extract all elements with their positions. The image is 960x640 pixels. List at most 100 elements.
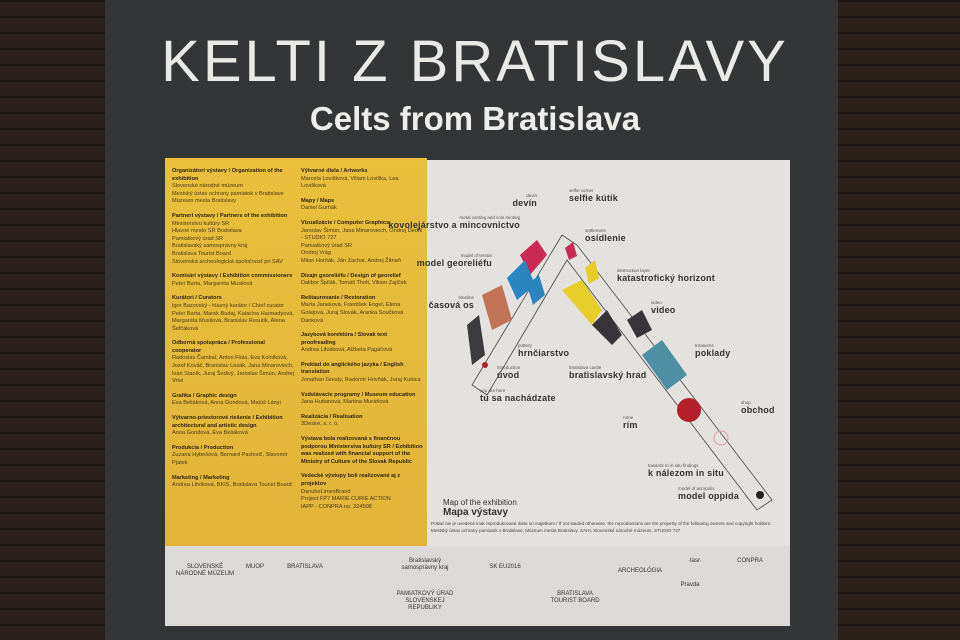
credit-heading: Dizajn georeliéfu / Design of georelief: [301, 272, 401, 279]
brick-wall-left: [0, 0, 105, 640]
map-label-sk: video: [651, 305, 676, 315]
credit-line: Jana Huttanová, Martina Muráňová: [301, 399, 389, 406]
map-label-en: model of terrain: [460, 253, 492, 258]
map-label-sk: časová os: [428, 300, 474, 310]
credit-line: Eva Beliáková, Anna Gondová, Matúš Lányi: [172, 400, 281, 407]
credit-heading: Grafika / Graphic design: [172, 392, 237, 399]
credit-section: Odborná spolupráca / Professional cooper…: [172, 340, 294, 386]
map-title: Map of the exhibition Mapa výstavy: [443, 498, 517, 518]
sponsor-logo: SK EU2016: [489, 564, 521, 570]
map-label-sk: kovolejárstvo a mincovnictvo: [388, 220, 520, 230]
credit-line: Mestský ústav ochrany pamiatok v Bratisl…: [172, 190, 284, 197]
floor-outline: [471, 234, 773, 511]
block-settlement: [585, 260, 599, 284]
block-dark: [592, 310, 622, 345]
sponsor-logo: SLOVENSKÉ NÁRODNÉ MÚZEUM: [176, 564, 234, 577]
credit-section: Vedecké výstupy boli realizované aj z pr…: [301, 473, 423, 511]
credit-line: Dalibor Špilák, Tomáš Tholt, Viliam Zají…: [301, 280, 407, 287]
credit-line: Jonathan Gresty, Radomír Hrivňák, Juraj …: [301, 377, 421, 384]
credit-heading: Vedecké výstupy boli realizované aj z pr…: [301, 473, 401, 487]
map-label-sk: bratislavský hrad: [569, 370, 647, 380]
sponsor-logo: BRATISLAVA TOURIST BOARD: [550, 591, 600, 604]
credit-line: Anna Gondová, Eva Beliáková: [172, 430, 248, 437]
block-oppidum: [756, 491, 764, 499]
credit-line: Daniel Gurňák: [301, 205, 337, 212]
block-metal: [507, 260, 535, 300]
map-label-sk: osídlenie: [585, 233, 626, 243]
credits-panel: Organizátori výstavy / Organization of t…: [165, 158, 427, 546]
sponsor-logo: BRATISLAVA: [287, 564, 323, 570]
credit-line: Hlavné mesto SR Bratislava: [172, 228, 242, 235]
credit-heading: Vizualizácie / Computer Graphics: [301, 219, 390, 226]
credit-line: Andrea Litvíková, BKIS, Bratislava Touri…: [172, 482, 292, 489]
block-shop: [713, 430, 729, 446]
sponsor-logo: CONPRA: [737, 558, 763, 564]
map-label-en: pottery: [518, 343, 532, 348]
credit-line: Igor Bazovský - hlavný kurátor / Chief c…: [172, 302, 284, 309]
board-title: KELTI Z BRATISLAVY: [161, 29, 789, 94]
map-label-sk: selfie kútik: [569, 193, 618, 203]
credit-section: Organizátori výstavy / Organization of t…: [172, 168, 294, 206]
map-label-sk: obchod: [741, 405, 775, 415]
map-label-en: introduction: [497, 365, 521, 370]
credit-line: Zuzana Hybešová, Bernard Pavlovič, Slavo…: [172, 452, 288, 466]
credit-line: DanubeLimesBrand: [301, 488, 351, 495]
credit-heading: Marketing / Marketing: [172, 474, 230, 481]
map-label-sk: k nálezom in situ: [648, 468, 724, 478]
credit-heading: Kurátori / Curators: [172, 295, 222, 302]
credit-line: 3Desire, s. r. o.: [301, 421, 339, 428]
map-label-sk: model georeliéfu: [416, 258, 492, 268]
map-label-en: video: [651, 300, 662, 305]
map-label-en: you are here: [480, 388, 506, 393]
credit-line: Slovenská archeologická spoločnosť pri S…: [172, 258, 283, 265]
credit-line: Ministerstvo kultúry SR: [172, 220, 230, 227]
credit-line: Bratislavský samosprávny kraj: [172, 243, 248, 250]
sponsor-logo: Bratislavský samosprávny kraj: [401, 558, 449, 571]
credit-section: Jazyková korektúra / Slovak text proofre…: [301, 332, 423, 355]
credit-line: Radoslav Čambal, Anton Fiala, Eva Kolník…: [172, 355, 294, 385]
map-label-en: settlement: [585, 228, 606, 233]
map-label-sk: hrnčiarstvo: [518, 348, 570, 358]
map-label-en: selfie corner: [569, 188, 594, 193]
map-title-en: Map of the exhibition: [443, 498, 517, 507]
sponsor-logo: Pravda: [680, 582, 700, 588]
map-label-en: metal casting and coin minting: [459, 215, 520, 220]
map-label-sk: rím: [623, 420, 638, 430]
credit-heading: Komisári výstavy / Exhibition commission…: [172, 273, 293, 280]
map-label-en: treasures: [695, 343, 714, 348]
credit-heading: Odborná spolupráca / Professional cooper…: [172, 340, 265, 354]
map-label-en: rome: [623, 415, 634, 420]
floor-plan: [467, 234, 773, 511]
you-are-here-marker: [482, 362, 488, 368]
map-label-sk: poklady: [695, 348, 731, 358]
map-label-en: model of acropolis: [678, 486, 715, 491]
credit-heading: Výtvarné diela / Artworks: [301, 168, 368, 174]
credit-heading: Vzdelávacie programy / Museum education: [301, 391, 416, 398]
block-treasures: [642, 340, 687, 390]
copyright-disclaimer: Pokiaľ nie je uvedené inak reprodukované…: [431, 521, 772, 533]
credit-line: Project FP7 MARIE CURIE ACTION: [301, 496, 391, 503]
credit-line: Pamiatkový úrad SR: [301, 242, 352, 249]
map-label-en: shop: [741, 400, 751, 405]
credit-heading: Realizácia / Realisation: [301, 413, 363, 420]
credit-line: Slovenské národné múzeum: [172, 183, 243, 190]
block-terrain: [482, 285, 512, 330]
map-label-sk: devín: [512, 198, 537, 208]
credit-heading: Partneri výstavy / Partners of the exhib…: [172, 212, 288, 219]
